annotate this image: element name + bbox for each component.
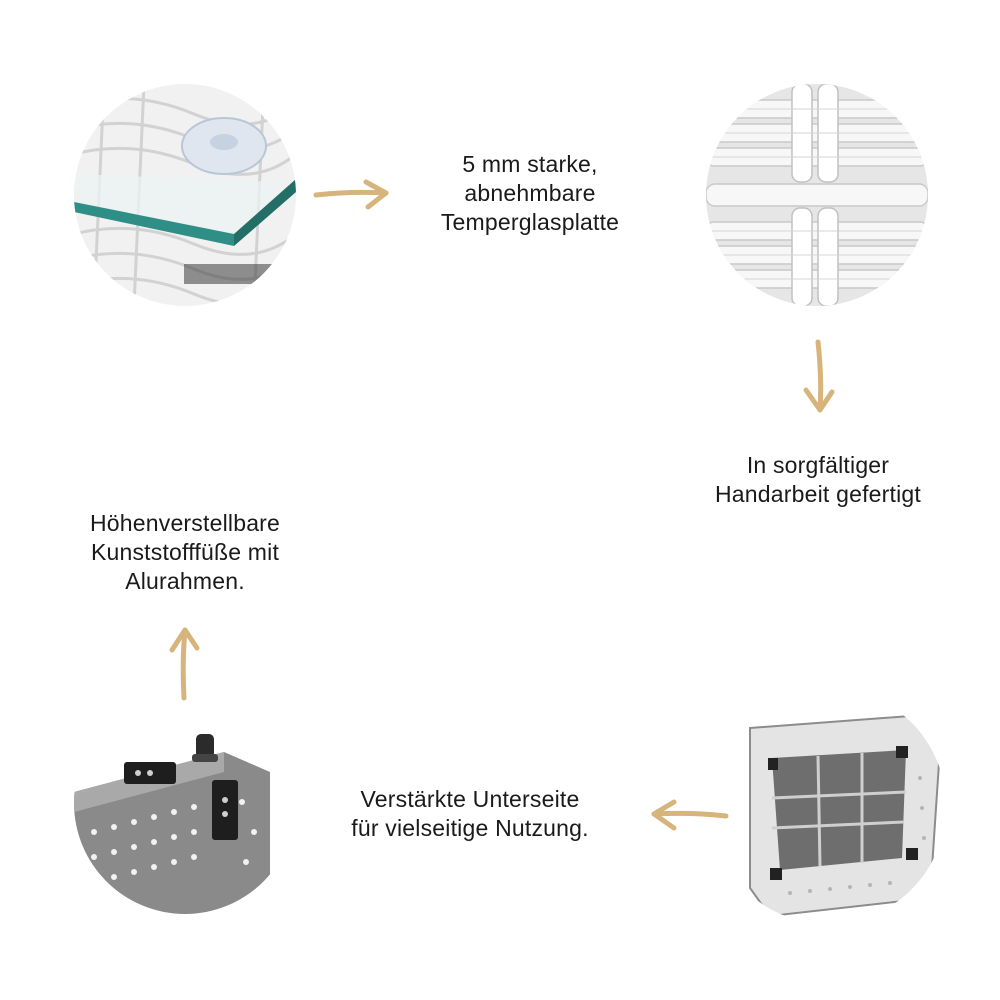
caption-glass-top: 5 mm starke, abnehmbare Temperglasplatte: [440, 151, 620, 235]
arrow-down-icon: [803, 339, 835, 413]
underside-frame-icon: [710, 688, 946, 924]
glass-top-photo: [74, 84, 296, 306]
caption-underside: Verstärkte Unterseite für vielseitige Nu…: [351, 786, 589, 841]
caption-handmade: In sorgfältiger Handarbeit gefertigt: [714, 452, 921, 507]
wicker-weave-photo: [706, 84, 928, 306]
underside-frame-photo: [710, 688, 946, 924]
adjustable-foot-photo: [74, 692, 296, 914]
adjustable-foot-icon: [74, 692, 296, 914]
glass-top-icon: [74, 84, 296, 306]
arrow-up-icon: [169, 627, 200, 701]
caption-adjustable-feet: Höhenverstellbare Kunststofffüße mit Alu…: [89, 510, 281, 594]
wicker-weave-icon: [706, 84, 928, 306]
arrow-left-icon: [651, 799, 729, 831]
arrow-right-icon: [313, 179, 389, 210]
